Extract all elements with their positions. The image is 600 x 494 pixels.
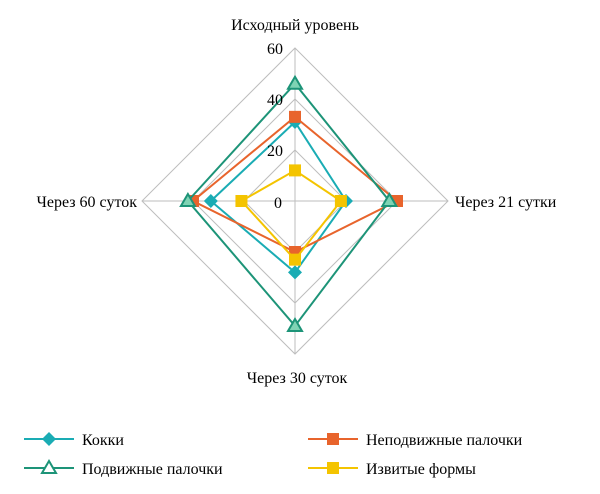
point-immobile-rods-initial (289, 110, 301, 123)
legend-label-spiral-forms: Извитые формы (366, 461, 476, 478)
tick-label-60: 60 (267, 41, 283, 58)
point-mobile-rods-21-days (380, 192, 399, 207)
legend-label-immobile-rods: Неподвижные палочки (366, 432, 523, 449)
point-spiral-forms-30-days (289, 253, 301, 266)
category-label-initial: Исходный уровень (231, 17, 359, 34)
legend-item-spiral-forms: Извитые формы (308, 461, 476, 478)
category-label-21-days: Через 21 сутки (455, 194, 557, 211)
series-layer (179, 74, 403, 332)
legend-marker-immobile-rods (327, 433, 339, 445)
point-mobile-rods-initial (286, 74, 304, 90)
point-mobile-rods-30-days (286, 316, 304, 332)
legend-item-cocci: Кокки (24, 432, 124, 449)
tick-label-0: 0 (274, 195, 282, 212)
legend-label-cocci: Кокки (82, 432, 124, 449)
point-spiral-forms-21-days (334, 195, 347, 207)
series-spiral-forms (235, 164, 347, 266)
point-mobile-rods-60-days (179, 192, 197, 207)
category-label-60-days: Через 60 суток (36, 194, 137, 211)
legend-label-mobile-rods: Подвижные палочки (82, 461, 223, 478)
legend-marker-spiral-forms (327, 462, 339, 474)
legend: Кокки Неподвижные палочки Подвижные пало… (24, 432, 523, 478)
point-cocci-60-days (203, 194, 218, 208)
legend-marker-cocci (42, 432, 56, 446)
point-spiral-forms-initial (289, 164, 301, 177)
point-cocci-30-days (288, 265, 302, 280)
legend-item-mobile-rods: Подвижные палочки (24, 459, 223, 478)
tick-label-20: 20 (267, 143, 283, 160)
series-mobile-rods (179, 74, 399, 332)
tick-label-40: 40 (267, 92, 283, 109)
legend-item-immobile-rods: Неподвижные палочки (308, 432, 523, 449)
category-label-30-days: Через 30 суток (247, 370, 348, 387)
legend-marker-mobile-rods (40, 459, 58, 474)
point-spiral-forms-60-days (235, 195, 248, 207)
